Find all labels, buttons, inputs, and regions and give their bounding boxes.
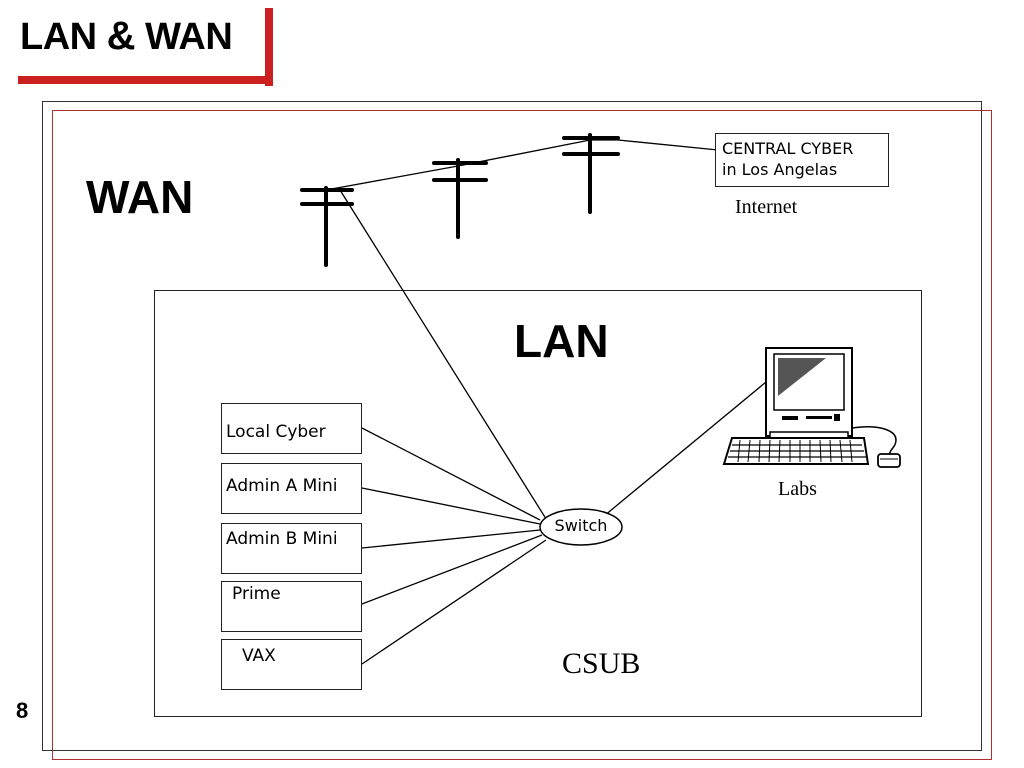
node-link (361, 427, 541, 521)
internet-caption: Internet (735, 196, 798, 218)
switch-to-labs-line (603, 381, 767, 517)
node-label: Admin B Mini (226, 529, 338, 549)
central-cyber-line1: CENTRAL CYBER (722, 139, 854, 158)
telephone-pole-icon (300, 186, 354, 267)
switch-label: Switch (554, 516, 608, 535)
slide-title: LAN & WAN (20, 14, 233, 59)
node-link (361, 534, 543, 605)
node-label: VAX (242, 646, 276, 666)
node-prime: Prime (221, 581, 362, 632)
node-local-cyber: Local Cyber (221, 403, 362, 454)
node-link (361, 529, 541, 549)
title-accent-horizontal (18, 76, 273, 84)
computer-icon (722, 347, 901, 468)
wan-label: WAN (86, 171, 194, 223)
node-link (361, 487, 541, 525)
labs-label: Labs (778, 478, 817, 500)
title-lan: LAN (20, 16, 97, 58)
lan-label: LAN (514, 315, 609, 367)
title-ampersand: & (106, 14, 136, 58)
node-label: Prime (232, 584, 281, 604)
node-link (361, 539, 547, 665)
node-vax: VAX (221, 639, 362, 690)
title-accent-vertical (265, 8, 273, 86)
node-label: Admin A Mini (226, 476, 338, 496)
switch-ellipse (539, 508, 623, 546)
slide-frame-black (42, 101, 982, 751)
page-number: 8 (16, 698, 29, 723)
telephone-pole-icon (562, 133, 620, 214)
title-wan: WAN (145, 16, 233, 58)
central-cyber-line2: in Los Angelas (722, 160, 838, 179)
central-cyber-box: CENTRAL CYBER in Los Angelas (715, 133, 889, 187)
node-admin-b-mini: Admin B Mini (221, 523, 362, 574)
node-label: Local Cyber (226, 422, 326, 442)
slide-frame-red (52, 110, 992, 760)
wan-wire (325, 139, 719, 191)
node-admin-a-mini: Admin A Mini (221, 463, 362, 514)
telephone-pole-icon (432, 158, 488, 239)
wan-to-switch-line (339, 189, 549, 523)
csub-label: CSUB (562, 647, 641, 680)
